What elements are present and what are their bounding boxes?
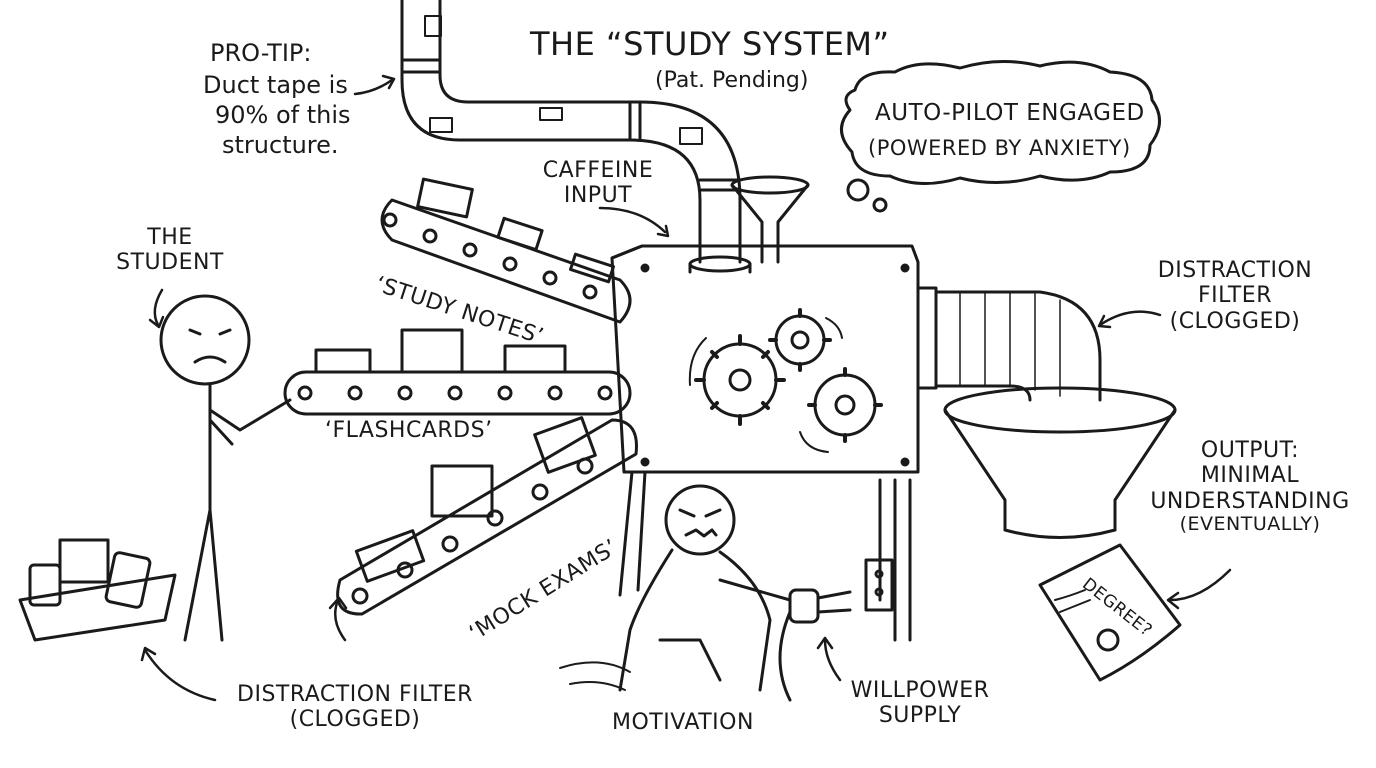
motivation-gremlin <box>559 484 894 702</box>
gears <box>688 308 883 453</box>
funnel-top <box>730 175 810 264</box>
willpower-line-2: SUPPLY <box>878 703 962 729</box>
student-figure <box>159 294 292 642</box>
conveyor-flashcards <box>283 328 632 416</box>
pro-tip-line-3: structure. <box>222 131 339 159</box>
motivation-label: MOTIVATION <box>612 710 754 735</box>
caffeine-label: CAFFEINE INPUT <box>538 158 658 209</box>
student-label-line-2: STUDENT <box>116 250 224 276</box>
caffeine-label-line-1: CAFFEINE <box>542 158 654 183</box>
distraction-right-line-2: FILTER <box>1198 283 1272 309</box>
distraction-bottom-line-2: (CLOGGED) <box>289 707 421 733</box>
conveyor-study-notes <box>380 177 632 324</box>
distraction-right-line-3: (CLOGGED) <box>1169 308 1301 334</box>
pro-tip-line-2: 90% of this <box>215 101 351 129</box>
degree-paper <box>1038 543 1182 682</box>
thought-bubble-shape <box>840 60 1161 213</box>
output-line-3: UNDERSTANDING <box>1150 488 1350 514</box>
thought-bubble-line-2: (POWERED BY ANXIETY) <box>868 136 1131 160</box>
page-title: THE “STUDY SYSTEM” <box>530 25 890 63</box>
annotation-arrows <box>140 74 1232 702</box>
output-duct <box>916 286 1177 539</box>
machine-box <box>610 244 920 642</box>
distraction-filter-right-label: DISTRACTION FILTER (CLOGGED) <box>1150 258 1320 334</box>
distraction-right-line-1: DISTRACTION <box>1157 258 1313 283</box>
output-line-1: OUTPUT: <box>1200 438 1300 463</box>
student-label: THE STUDENT <box>110 225 230 276</box>
page-subtitle: (Pat. Pending) <box>655 68 809 93</box>
distraction-box <box>18 538 177 642</box>
distraction-filter-bottom-label: DISTRACTION FILTER (CLOGGED) <box>220 682 490 733</box>
thought-bubble-line-1: AUTO-PILOT ENGAGED <box>875 100 1145 126</box>
output-label: OUTPUT: MINIMAL UNDERSTANDING (EVENTUALL… <box>1145 438 1355 536</box>
pro-tip-heading: PRO-TIP: <box>210 39 312 67</box>
caffeine-label-line-2: INPUT <box>563 183 633 209</box>
willpower-label: WILLPOWER SUPPLY <box>840 678 1000 729</box>
output-line-4: (EVENTUALLY) <box>1179 512 1321 535</box>
caffeine-pipe <box>400 0 752 274</box>
student-label-line-1: THE <box>147 225 193 250</box>
conveyor-mock-exams <box>336 416 638 616</box>
willpower-line-1: WILLPOWER <box>850 678 990 703</box>
distraction-bottom-line-1: DISTRACTION FILTER <box>237 682 473 707</box>
pro-tip-line-1: Duct tape is <box>203 71 348 99</box>
output-line-2: MINIMAL <box>1200 463 1300 489</box>
flashcards-label: ‘FLASHCARDS’ <box>325 418 493 443</box>
